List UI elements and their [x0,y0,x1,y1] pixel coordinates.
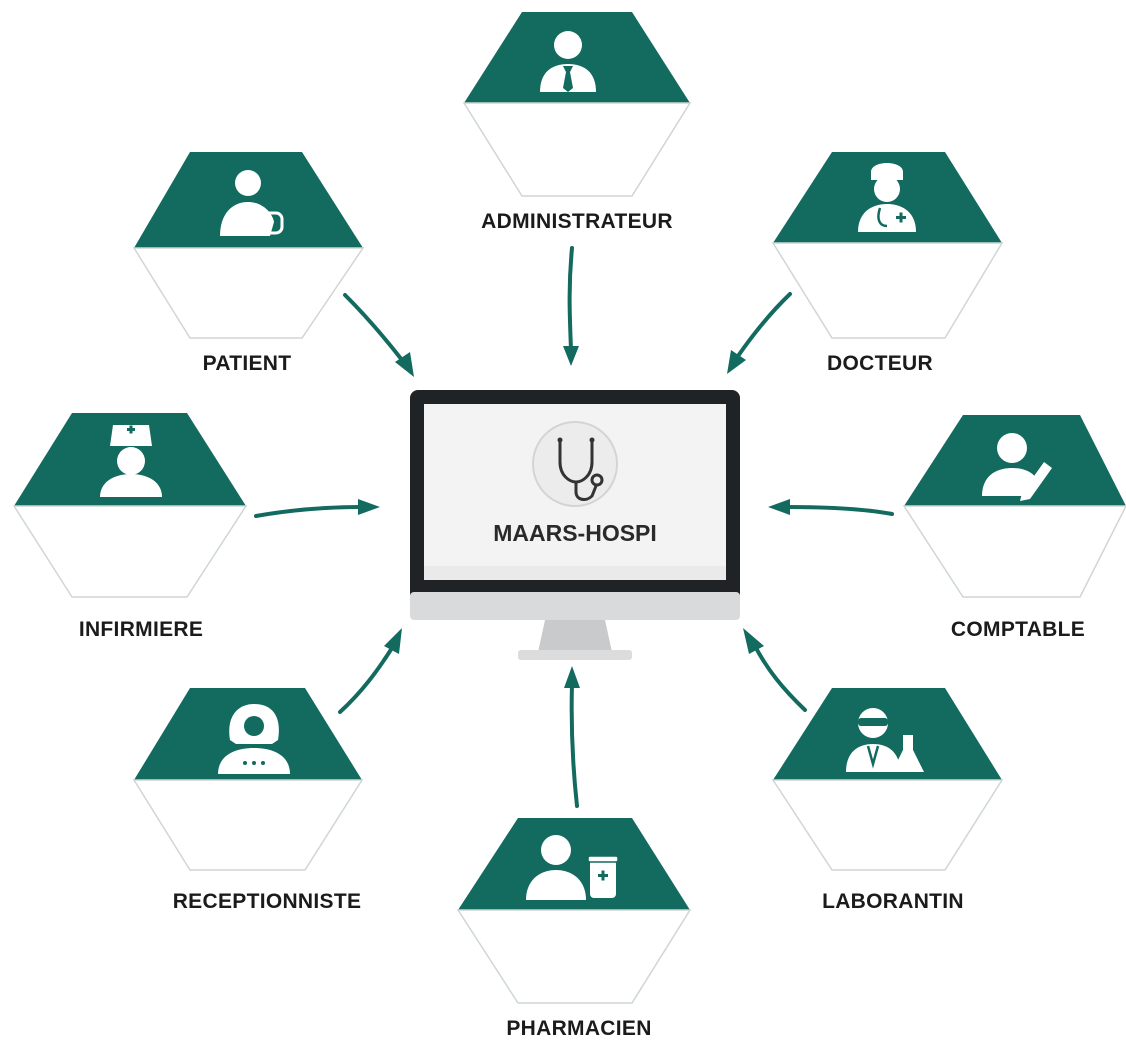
monitor: MAARS-HOSPI [410,390,740,660]
pharmacist-icon [526,835,619,900]
arrow-administrateur [563,246,579,366]
role-label-comptable: COMPTABLE [951,618,1085,641]
role-label-pharmacien: PHARMACIEN [506,1017,651,1040]
role-node-administrateur: ADMINISTRATEUR [462,12,692,233]
lab-technician-icon [846,708,924,772]
monitor-chin [410,592,740,620]
hex-top-pharmacien [458,818,690,910]
arrow-receptionniste [338,628,402,714]
hex-bottom-infirmiere [12,505,248,598]
role-node-pharmacien: PHARMACIEN [456,818,692,1040]
arrow-pharmacien [564,666,580,808]
role-node-patient: PATIENT [132,152,365,375]
arrow-docteur [727,292,792,374]
role-label-receptionniste: RECEPTIONNISTE [173,890,362,913]
monitor-base [518,650,632,660]
hex-top-laborantin [773,688,1002,780]
monitor-stand [538,620,612,652]
nurse-icon [100,425,162,497]
role-label-laborantin: LABORANTIN [822,890,964,913]
role-label-patient: PATIENT [203,352,292,375]
role-node-infirmiere: INFIRMIERE [12,413,248,641]
stethoscope-icon [532,421,618,507]
connector-arrows [254,246,894,808]
hex-bottom-docteur [771,242,1004,339]
role-node-laborantin: LABORANTIN [771,688,1004,913]
role-node-docteur: DOCTEUR [771,152,1004,375]
hex-bottom-laborantin [771,779,1004,871]
arrow-laborantin [743,628,807,712]
role-node-comptable: COMPTABLE [902,415,1126,641]
doctor-icon [858,163,916,232]
patient-icon [220,170,284,236]
receptionist-icon [218,704,290,774]
hex-bottom-administrateur [462,102,692,197]
accountant-icon [982,433,1052,501]
hex-bottom-receptionniste [132,779,364,871]
arrow-infirmiere [254,499,380,518]
role-node-receptionniste: RECEPTIONNISTE [132,688,364,913]
administrator-icon [540,31,596,92]
hex-top-patient [134,152,363,248]
hex-top-administrateur [464,12,690,103]
role-label-docteur: DOCTEUR [827,352,933,375]
arrow-patient [343,293,414,377]
hex-bottom-patient [132,247,365,339]
hex-bottom-pharmacien [456,909,692,1004]
role-label-administrateur: ADMINISTRATEUR [481,210,673,233]
role-label-infirmiere: INFIRMIERE [79,618,203,641]
hex-bottom-comptable [902,505,1126,598]
app-name: MAARS-HOSPI [493,520,657,546]
arrow-comptable [768,499,894,516]
